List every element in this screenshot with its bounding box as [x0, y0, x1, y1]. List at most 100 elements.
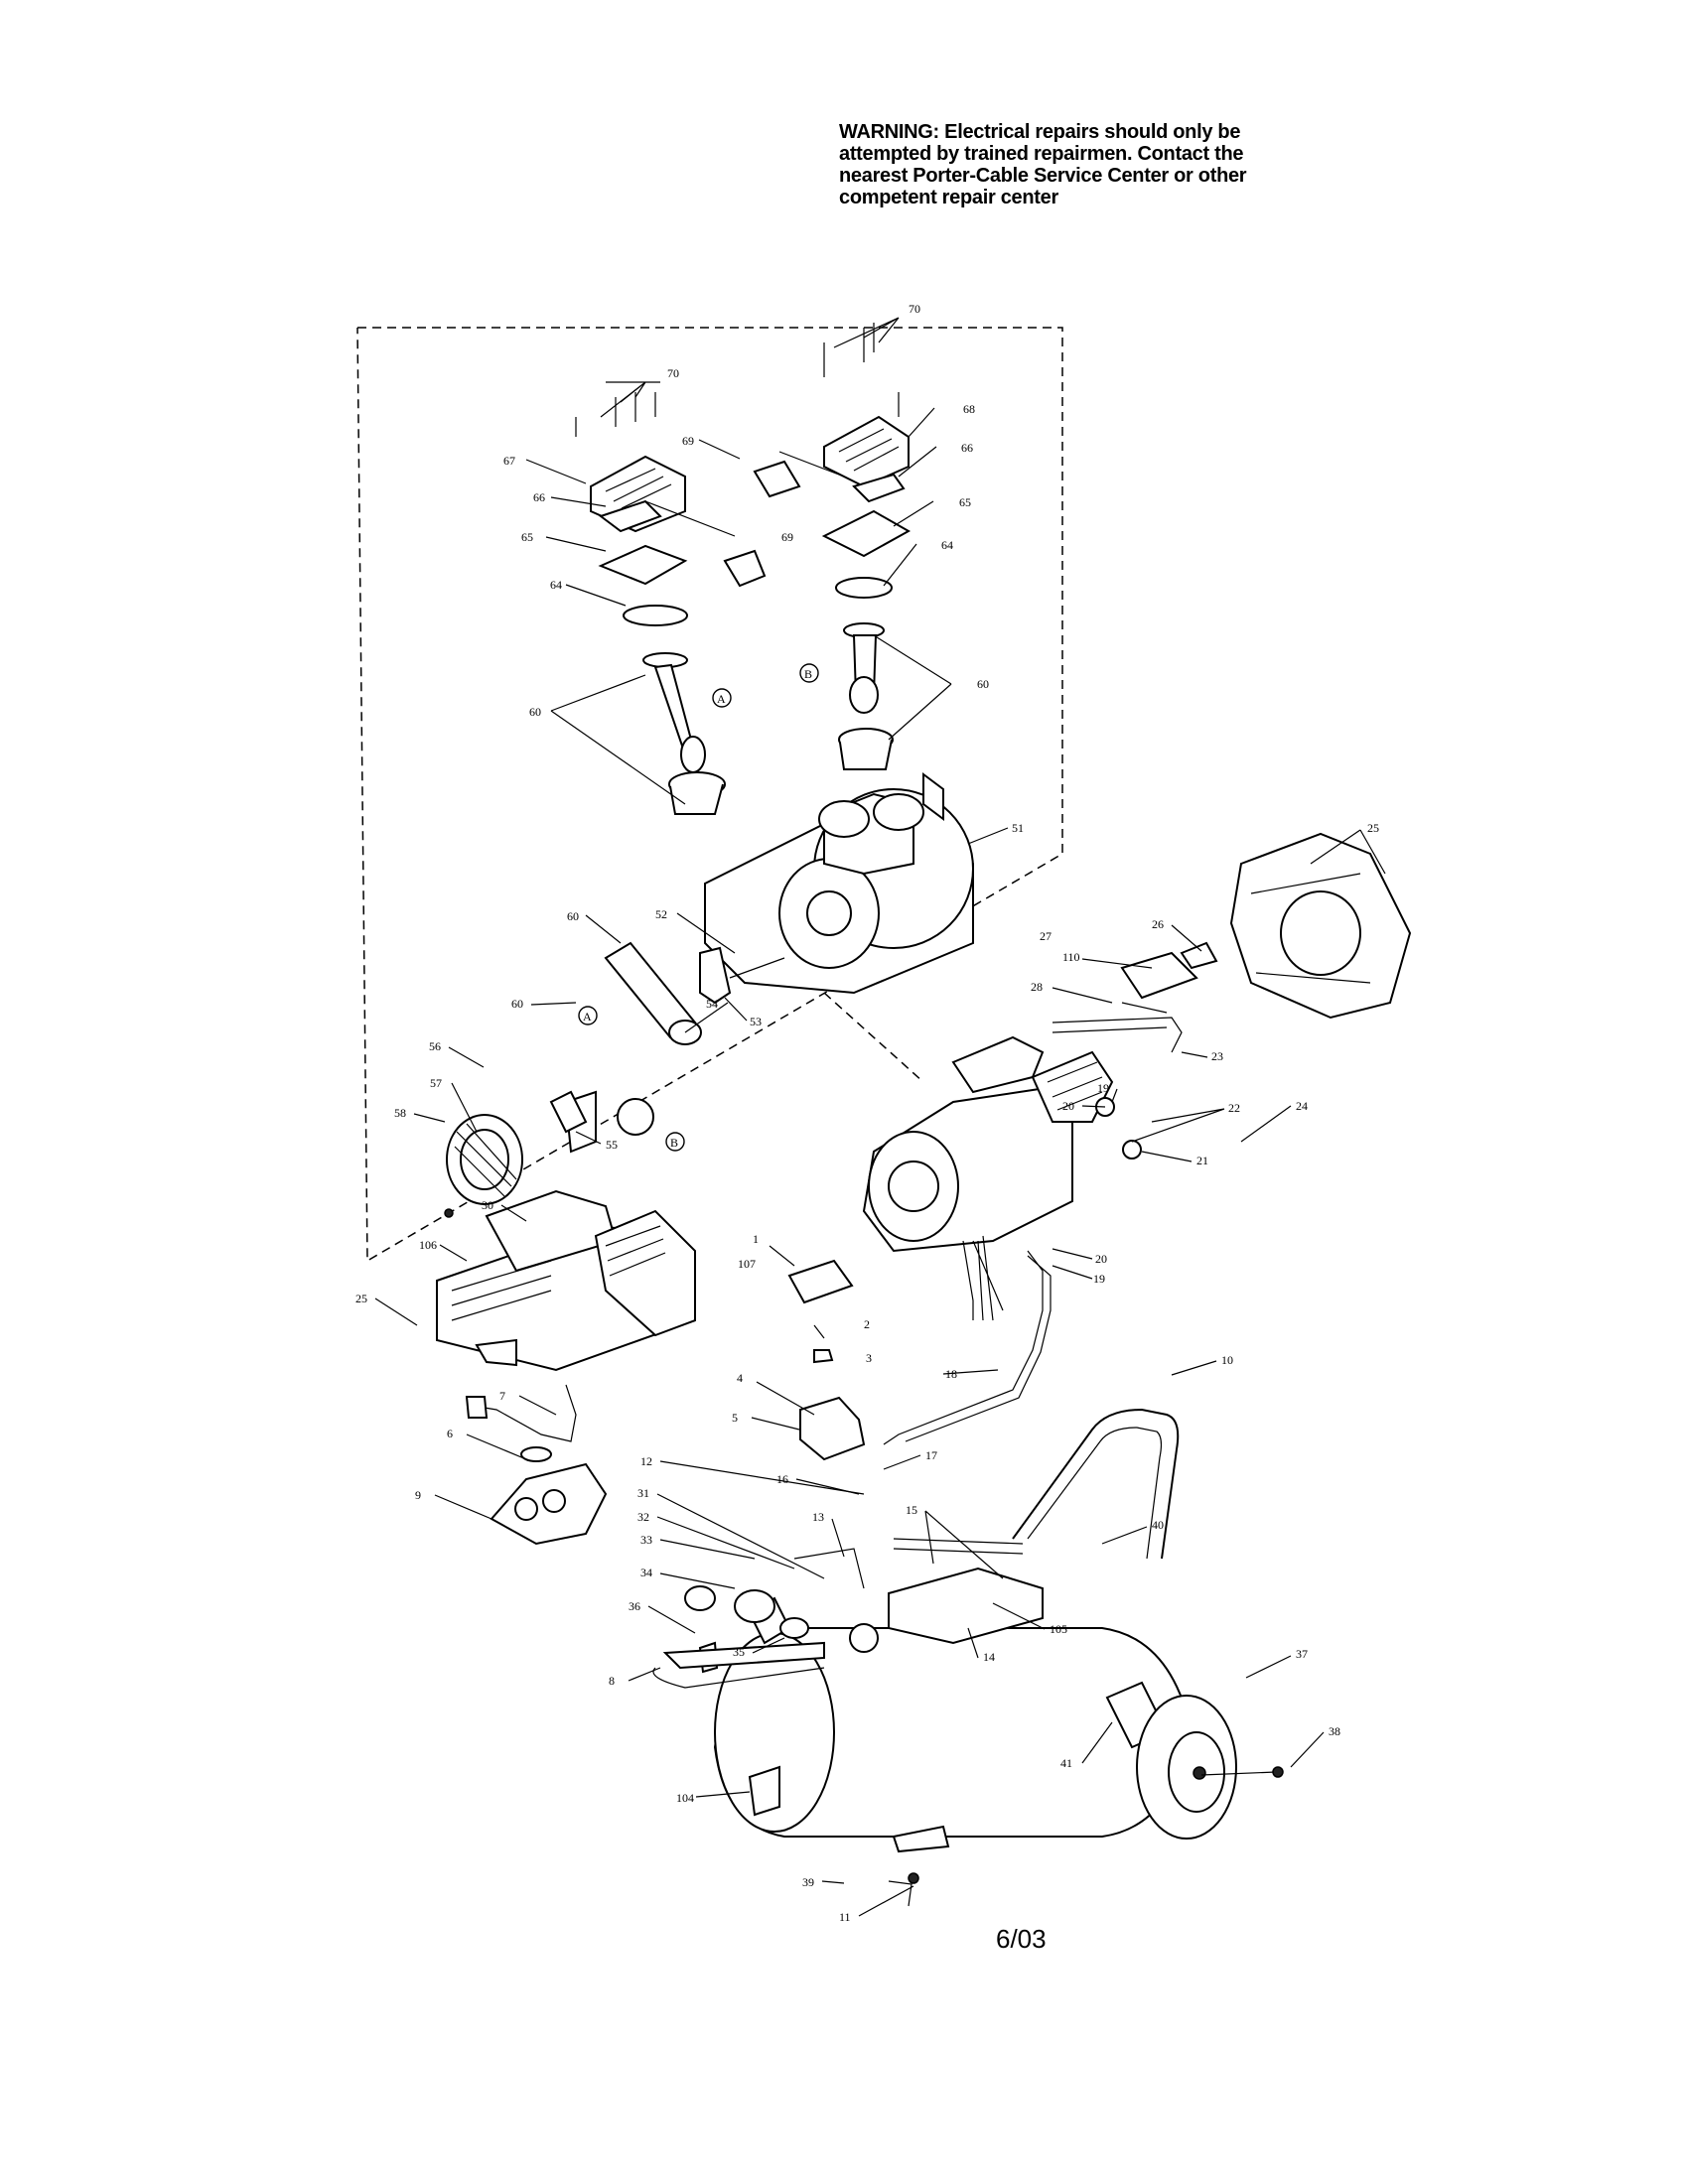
- warning-line: competent repair center: [839, 187, 1058, 208]
- callout-label: 24: [1296, 1099, 1308, 1113]
- callout-label: 7: [499, 1389, 505, 1403]
- warning-line: WARNING: Electrical repairs should only …: [839, 121, 1241, 143]
- callout-label: 70: [667, 366, 679, 380]
- callout-label: 60: [977, 677, 989, 691]
- callout-labels: 70 70 69 67 68 66 66 65 69 65 64 64 60 6…: [355, 302, 1386, 1924]
- reference-marker: [799, 663, 819, 683]
- reference-marker-label: A: [717, 692, 726, 706]
- callout-label: 65: [959, 495, 971, 509]
- callout-label: 54: [706, 997, 718, 1011]
- callout-label: 104: [676, 1791, 694, 1805]
- callout-label: 40: [1152, 1518, 1164, 1532]
- callout-label: 20: [1062, 1099, 1074, 1113]
- reference-marker-label: B: [670, 1136, 678, 1150]
- callout-label: 60: [529, 705, 541, 719]
- right-head-assembly: [821, 323, 912, 770]
- callout-label: 9: [415, 1488, 421, 1502]
- callout-label: 32: [637, 1510, 649, 1524]
- tank: [713, 1627, 1193, 1853]
- callout-label: 55: [606, 1138, 618, 1152]
- callout-label: 36: [629, 1599, 640, 1613]
- callout-label: 27: [1040, 929, 1052, 943]
- callout-label: 31: [637, 1486, 649, 1500]
- warning-note: WARNING: Electrical repairs should only …: [839, 121, 1355, 208]
- motor-reference-line: [823, 992, 924, 1083]
- callout-label: 107: [738, 1257, 756, 1271]
- callout-label: 26: [1152, 917, 1164, 931]
- pressure-switch: [787, 1259, 866, 1461]
- side-panel-27: [1120, 941, 1218, 1014]
- motor: [704, 772, 974, 995]
- callout-label: 58: [394, 1106, 406, 1120]
- callout-label: 53: [750, 1015, 762, 1028]
- callout-label: 14: [983, 1650, 995, 1664]
- fan-shroud: [436, 1189, 696, 1372]
- callout-label: 25: [355, 1292, 367, 1305]
- callout-label: 51: [1012, 821, 1024, 835]
- callout-label: 12: [640, 1454, 652, 1468]
- callout-label: 52: [655, 907, 667, 921]
- callout-label: 22: [1228, 1101, 1240, 1115]
- callout-label: 39: [802, 1875, 814, 1889]
- callout-label: 64: [550, 578, 562, 592]
- callout-label: 69: [781, 530, 793, 544]
- callout-label: 69: [682, 434, 694, 448]
- callout-label: 33: [640, 1533, 652, 1547]
- callout-label: 15: [906, 1503, 917, 1517]
- callout-label: 21: [1196, 1154, 1208, 1167]
- callout-label: 38: [1329, 1724, 1340, 1738]
- callout-label: 2: [864, 1317, 870, 1331]
- callout-label: 23: [1211, 1049, 1223, 1063]
- callout-label: 10: [1221, 1353, 1233, 1367]
- callout-label: 56: [429, 1039, 441, 1053]
- reference-marker-label: A: [583, 1010, 592, 1024]
- revision-date: 6/03: [996, 1924, 1047, 1954]
- cord-bracket: [490, 1446, 608, 1546]
- crank-assembly: [444, 941, 785, 1218]
- callout-label: 30: [482, 1198, 493, 1212]
- callout-label: 34: [640, 1566, 652, 1579]
- callout-label: 57: [430, 1076, 442, 1090]
- callout-label: 1: [753, 1232, 759, 1246]
- callout-label: 4: [737, 1371, 743, 1385]
- reference-markers: A B A B: [578, 663, 819, 1152]
- callout-label: 105: [1050, 1622, 1067, 1636]
- callout-label: 66: [961, 441, 973, 455]
- callout-label: 35: [733, 1645, 745, 1659]
- handle: [893, 1408, 1180, 1560]
- warning-line: nearest Porter-Cable Service Center or o…: [839, 165, 1247, 187]
- callout-label: 19: [1093, 1272, 1105, 1286]
- callout-label: 17: [925, 1448, 937, 1462]
- callout-label: 41: [1060, 1756, 1072, 1770]
- callout-label: 70: [909, 302, 920, 316]
- callout-label: 5: [732, 1411, 738, 1425]
- callout-label: 8: [609, 1674, 615, 1688]
- fitting-69: [644, 451, 845, 588]
- callout-label: 19: [1097, 1081, 1109, 1095]
- tank-platform: [652, 1548, 1044, 1689]
- reference-marker: [578, 1006, 598, 1025]
- callout-label: 28: [1031, 980, 1043, 994]
- pump-assembly-boundary: [356, 327, 1063, 1263]
- callout-label: 60: [511, 997, 523, 1011]
- callout-label: 64: [941, 538, 953, 552]
- reference-marker-label: B: [804, 667, 812, 681]
- reference-marker: [665, 1132, 685, 1152]
- callout-label: 67: [503, 454, 515, 468]
- callout-label: 3: [866, 1351, 872, 1365]
- callout-label: 37: [1296, 1647, 1308, 1661]
- power-cord: [465, 1384, 577, 1442]
- callout-label: 16: [776, 1472, 788, 1486]
- reference-marker: [712, 688, 732, 708]
- left-head-assembly: [575, 392, 726, 815]
- rear-shroud: [1229, 832, 1412, 1020]
- callout-label: 11: [839, 1910, 851, 1924]
- callout-label: 13: [812, 1510, 824, 1524]
- callout-label: 68: [963, 402, 975, 416]
- callout-label: 20: [1095, 1252, 1107, 1266]
- warning-line: attempted by trained repairmen. Contact …: [839, 143, 1244, 165]
- callout-label: 106: [419, 1238, 437, 1252]
- tubing: [883, 1235, 1052, 1445]
- callout-label: 65: [521, 530, 533, 544]
